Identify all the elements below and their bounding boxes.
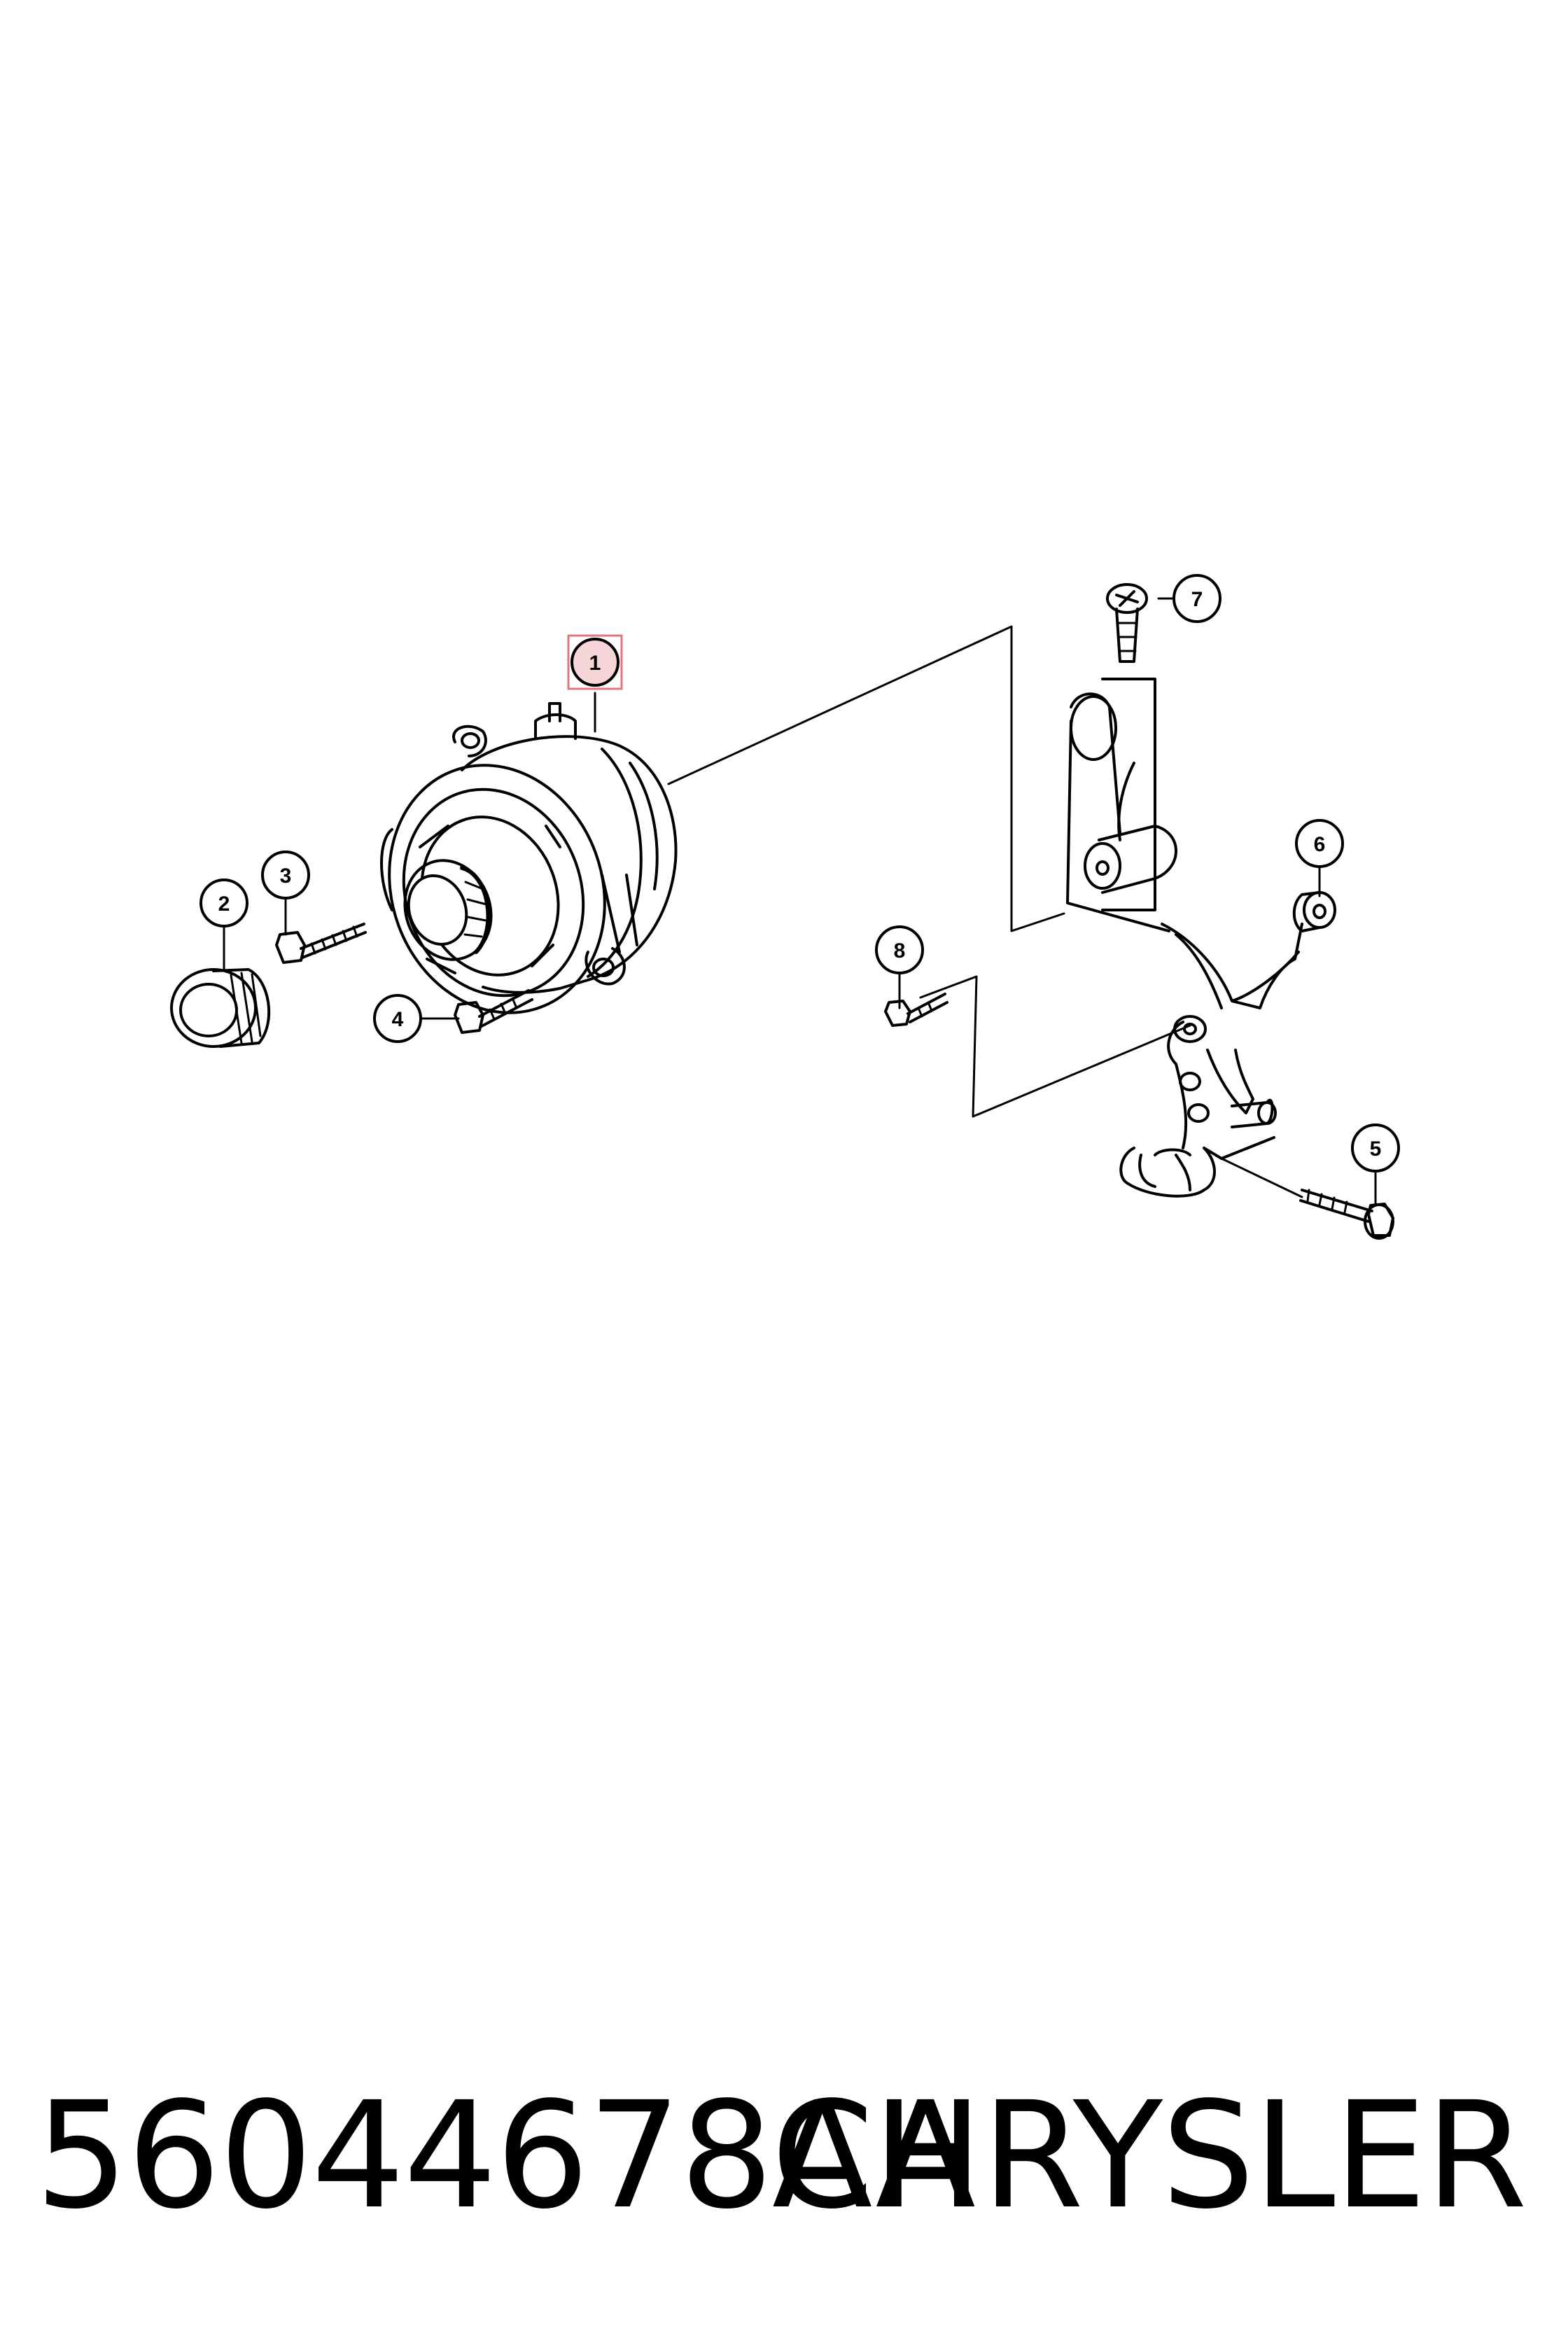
- footer: 56044678AA CHRYSLER: [0, 2072, 1568, 2240]
- alternator[interactable]: [355, 625, 1065, 1043]
- upper-bracket[interactable]: [1066, 678, 1177, 932]
- lower-bracket[interactable]: [1119, 923, 1303, 1198]
- callout-7[interactable]: 7: [1172, 574, 1222, 623]
- long-bolt[interactable]: [275, 923, 367, 964]
- vertical-bolt[interactable]: [1106, 583, 1148, 663]
- callout-label: 8: [894, 939, 906, 962]
- callout-label: 6: [1314, 833, 1326, 856]
- part-number: 56044678AA: [35, 2070, 976, 2241]
- callout-6[interactable]: 6: [1295, 819, 1344, 868]
- callout-4[interactable]: 4: [373, 994, 422, 1043]
- callout-8[interactable]: 8: [875, 925, 924, 974]
- callout-label: 7: [1191, 588, 1203, 611]
- callout-label: 1: [589, 652, 601, 675]
- callout-2[interactable]: 2: [200, 878, 248, 927]
- callout-label: 2: [218, 892, 230, 916]
- small-bolt[interactable]: [884, 975, 1191, 1118]
- callout-label: 4: [392, 1008, 404, 1031]
- callout-label: 5: [1370, 1138, 1382, 1161]
- spacer-bushing[interactable]: [1292, 891, 1336, 932]
- lower-bolt[interactable]: [1220, 1157, 1394, 1240]
- short-bolt[interactable]: [454, 989, 533, 1034]
- callout-1[interactable]: 1: [567, 634, 623, 690]
- callout-5[interactable]: 5: [1351, 1124, 1400, 1172]
- callout-3[interactable]: 3: [261, 850, 310, 899]
- callout-label: 3: [280, 864, 292, 888]
- brand-name: CHRYSLER: [771, 2070, 1527, 2241]
- pulley-cap[interactable]: [170, 968, 271, 1048]
